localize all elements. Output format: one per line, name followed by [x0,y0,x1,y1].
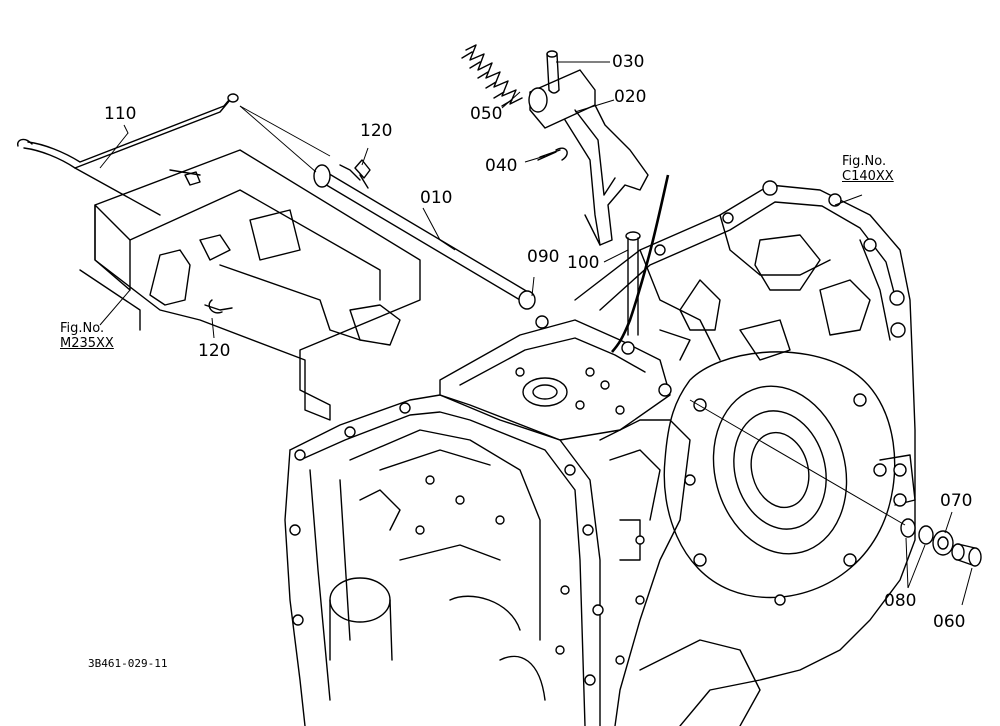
clip-120-upper [354,159,371,189]
callout-040: 040 [485,156,518,176]
callout-110: 110 [104,104,137,124]
callout-020: 020 [614,87,647,107]
fig-ref-left-code[interactable]: M235XX [60,335,114,351]
rod-110 [17,93,239,216]
pin-100 [611,174,670,353]
callout-030: 030 [612,52,645,72]
pin-030 [546,50,560,94]
shift-fork-020 [528,69,649,246]
bracket-assembly [79,149,421,421]
fig-ref-left-label: Fig.No. [60,321,105,336]
callout-100: 100 [567,253,600,273]
callout-070: 070 [940,491,973,511]
spring-050 [461,44,523,107]
callout-080: 080 [884,591,917,611]
fig-ref-right-code[interactable]: C140XX [842,168,894,184]
seal-070 [932,530,954,556]
clip-040 [537,147,568,161]
callout-050: 050 [470,104,503,124]
transmission-housing [284,180,916,726]
callout-010: 010 [420,188,453,208]
callout-090: 090 [527,247,560,267]
callout-060: 060 [933,612,966,632]
clip-120-lower [204,299,233,314]
drawing-number: 3B461-029-11 [88,657,168,670]
washers-080 [900,518,934,545]
fig-ref-left[interactable]: Fig.No. M235XX [60,321,114,352]
leader-lines [99,61,973,606]
fig-ref-right-label: Fig.No. [842,154,887,169]
shaft-010 [313,164,549,329]
center-line-plug [689,399,906,526]
plug-060 [951,543,982,567]
callout-120-lower: 120 [198,341,231,361]
fig-ref-right[interactable]: Fig.No. C140XX [842,154,894,185]
callout-120-upper: 120 [360,121,393,141]
